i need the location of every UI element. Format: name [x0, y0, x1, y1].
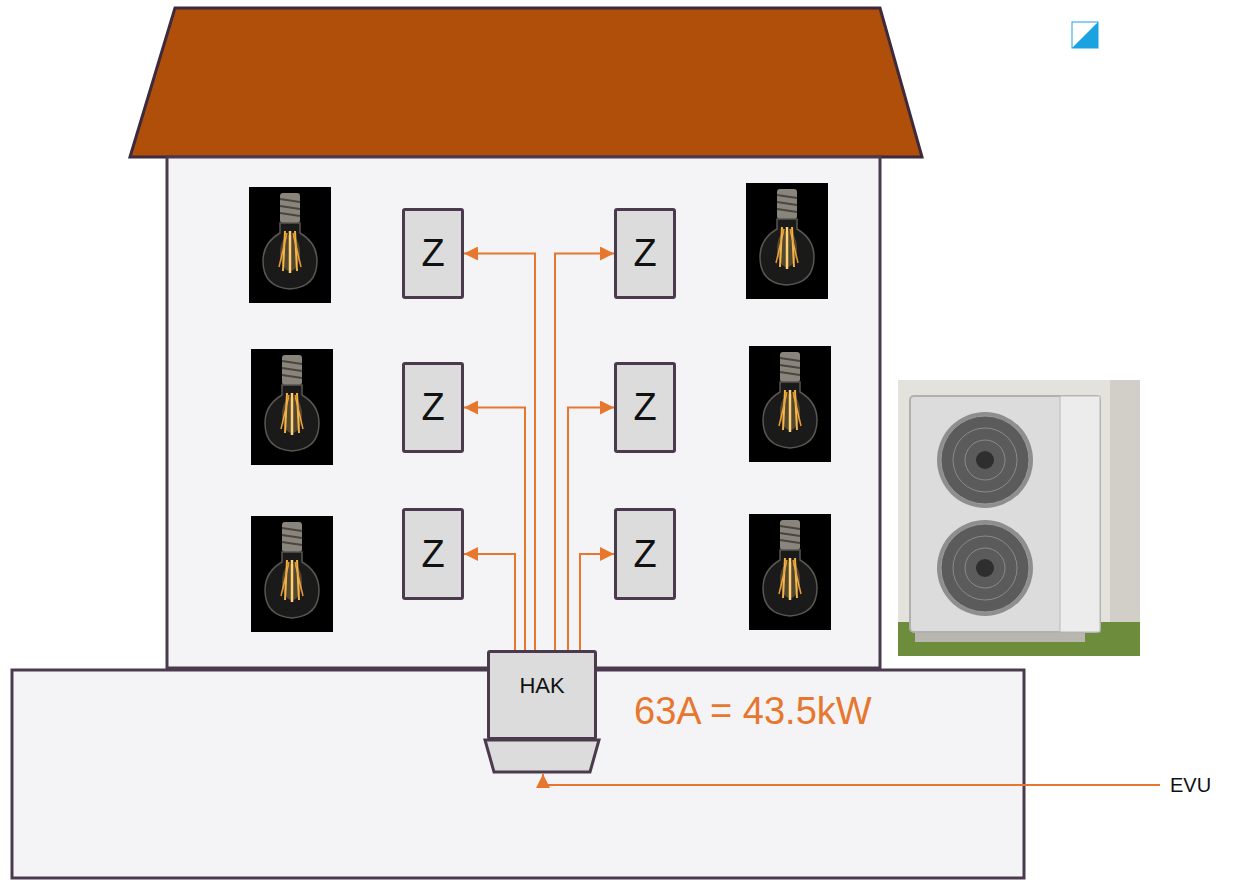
- meter-box: Z: [614, 208, 676, 299]
- supply-arrow: [568, 408, 614, 651]
- box-label: HAK: [519, 673, 564, 699]
- meter-box: Z: [614, 508, 676, 600]
- house-connection-box: HAK: [487, 650, 597, 740]
- light-bulb: [749, 514, 831, 630]
- box-label: Z: [421, 232, 444, 275]
- light-bulb: [749, 346, 831, 462]
- supply-arrow: [464, 554, 515, 650]
- light-bulb: [251, 516, 333, 632]
- light-bulb: [746, 183, 828, 299]
- connection-base: [485, 740, 599, 772]
- corner-logo: [1072, 22, 1098, 48]
- light-bulb: [249, 187, 331, 303]
- box-label: Z: [421, 386, 444, 429]
- supply-arrow: [580, 554, 614, 650]
- supply-arrow: [464, 408, 525, 651]
- box-label: Z: [421, 533, 444, 576]
- meter-box: Z: [402, 362, 464, 453]
- meter-box: Z: [614, 362, 676, 453]
- supply-arrow: [555, 254, 614, 651]
- heat-pump: [898, 380, 1140, 656]
- utility-label: EVU: [1170, 774, 1211, 797]
- box-label: Z: [633, 386, 656, 429]
- roof: [130, 8, 922, 157]
- supply-arrow: [464, 254, 535, 651]
- light-bulb: [251, 349, 333, 465]
- meter-box: Z: [402, 508, 464, 600]
- supply-line: [543, 774, 1160, 785]
- house-body: [167, 157, 880, 668]
- box-label: Z: [633, 533, 656, 576]
- capacity-label: 63A = 43.5kW: [634, 690, 872, 733]
- box-label: Z: [633, 232, 656, 275]
- meter-box: Z: [402, 208, 464, 299]
